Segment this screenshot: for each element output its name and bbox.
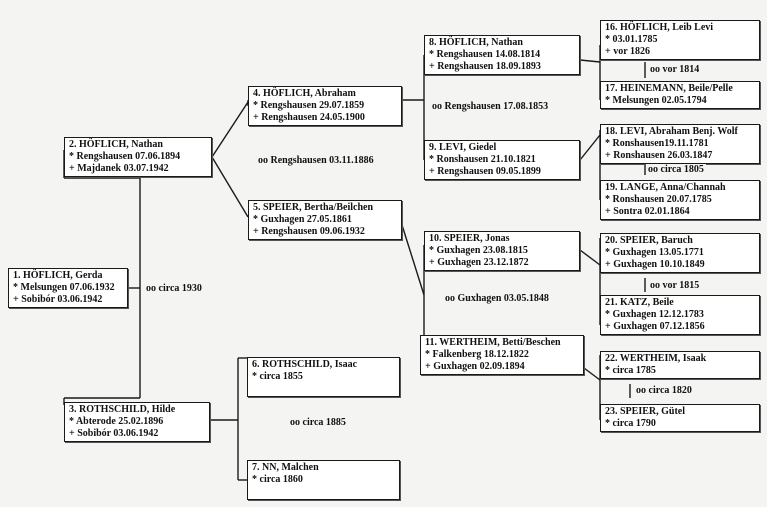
person-name: 1. HÖFLICH, Gerda (13, 270, 103, 281)
birth-line: * Rengshausen 14.08.1814 (429, 49, 541, 60)
person-3-box: 3. ROTHSCHILD, Hilde * Abterode 25.02.18… (64, 402, 210, 442)
marriage-4-5: oo Rengshausen 03.11.1886 (256, 155, 376, 166)
birth-line: * Guxhagen 27.05.1861 (253, 214, 352, 225)
person-4-box: 4. HÖFLICH, Abraham * Rengshausen 29.07.… (248, 86, 402, 126)
birth-line: * 03.01.1785 (605, 34, 658, 45)
marriage-20-21: oo vor 1815 (648, 280, 702, 291)
person-21-box: 21. KATZ, Beile * Guxhagen 12.12.1783 + … (600, 295, 760, 335)
person-5-box: 5. SPEIER, Bertha/Beilchen * Guxhagen 27… (248, 200, 402, 240)
death-line: + Majdanek 03.07.1942 (69, 163, 169, 174)
birth-line: * Guxhagen 13.05.1771 (605, 247, 704, 258)
death-line: + Sontra 02.01.1864 (605, 206, 690, 217)
person-17-box: 17. HEINEMANN, Beile/Pelle * Melsungen 0… (600, 81, 760, 109)
person-20-box: 20. SPEIER, Baruch * Guxhagen 13.05.1771… (600, 233, 760, 273)
birth-line: * Ronshausen 21.10.1821 (429, 154, 536, 165)
person-23-box: 23. SPEIER, Gütel * circa 1790 (600, 404, 760, 432)
birth-line: * circa 1790 (605, 418, 656, 429)
birth-line: * circa 1860 (252, 474, 303, 485)
person-16-box: 16. HÖFLICH, Leib Levi * 03.01.1785 + vo… (600, 20, 760, 60)
birth-line: * Abterode 25.02.1896 (69, 416, 164, 427)
death-line: + Guxhagen 23.12.1872 (429, 257, 529, 268)
birth-line: * Guxhagen 12.12.1783 (605, 309, 704, 320)
birth-line: * circa 1855 (252, 371, 303, 382)
person-name: 3. ROTHSCHILD, Hilde (69, 404, 176, 415)
person-name: 21. KATZ, Beile (605, 297, 674, 308)
person-name: 20. SPEIER, Baruch (605, 235, 693, 246)
person-name: 9. LEVI, Giedel (429, 142, 497, 153)
marriage-18-19: oo circa 1805 (646, 164, 706, 175)
death-line: + Guxhagen 02.09.1894 (425, 361, 525, 372)
birth-line: * Ronshausen 20.07.1785 (605, 194, 712, 205)
birth-line: * Melsungen 07.06.1932 (13, 282, 115, 293)
death-line: + vor 1826 (605, 46, 650, 57)
person-name: 5. SPEIER, Bertha/Beilchen (253, 202, 374, 213)
death-line: + Rengshausen 09.05.1899 (429, 166, 541, 177)
person-11-box: 11. WERTHEIM, Betti/Beschen * Falkenberg… (420, 335, 584, 375)
person-name: 18. LEVI, Abraham Benj. Wolf (605, 126, 738, 137)
person-name: 23. SPEIER, Gütel (605, 406, 686, 417)
person-name: 16. HÖFLICH, Leib Levi (605, 22, 714, 33)
person-18-box: 18. LEVI, Abraham Benj. Wolf * Ronshause… (600, 124, 760, 164)
person-name: 7. NN, Malchen (252, 462, 319, 473)
person-name: 11. WERTHEIM, Betti/Beschen (425, 337, 561, 348)
person-19-box: 19. LANGE, Anna/Channah * Ronshausen 20.… (600, 180, 760, 220)
birth-line: * Ronshausen19.11.1781 (605, 138, 709, 149)
person-name: 10. SPEIER, Jonas (429, 233, 510, 244)
marriage-22-23: oo circa 1820 (634, 385, 694, 396)
death-line: + Rengshausen 09.06.1932 (253, 226, 365, 237)
death-line: + Rengshausen 18.09.1893 (429, 61, 541, 72)
person-name: 2. HÖFLICH, Nathan (69, 139, 163, 150)
birth-line: * Melsungen 02.05.1794 (605, 95, 707, 106)
person-10-box: 10. SPEIER, Jonas * Guxhagen 23.08.1815 … (424, 231, 580, 271)
marriage-6-7: oo circa 1885 (288, 417, 348, 428)
death-line: + Guxhagen 07.12.1856 (605, 321, 705, 332)
marriage-2-3: oo circa 1930 (144, 283, 204, 294)
death-line: + Rengshausen 24.05.1900 (253, 112, 365, 123)
person-name: 8. HÖFLICH, Nathan (429, 37, 523, 48)
birth-line: * Rengshausen 07.06.1894 (69, 151, 181, 162)
birth-line: * Guxhagen 23.08.1815 (429, 245, 528, 256)
person-name: 22. WERTHEIM, Isaak (605, 353, 707, 364)
birth-line: * Rengshausen 29.07.1859 (253, 100, 365, 111)
person-6-box: 6. ROTHSCHILD, Isaac * circa 1855 (247, 357, 400, 397)
marriage-10-11: oo Guxhagen 03.05.1848 (443, 293, 551, 304)
person-1-box: 1. HÖFLICH, Gerda * Melsungen 07.06.1932… (8, 268, 128, 308)
death-line: + Guxhagen 10.10.1849 (605, 259, 705, 270)
person-7-box: 7. NN, Malchen * circa 1860 (247, 460, 400, 500)
person-9-box: 9. LEVI, Giedel * Ronshausen 21.10.1821 … (424, 140, 580, 180)
person-name: 4. HÖFLICH, Abraham (253, 88, 356, 99)
person-name: 17. HEINEMANN, Beile/Pelle (605, 83, 733, 94)
death-line: + Sobibór 03.06.1942 (13, 294, 103, 305)
birth-line: * Falkenberg 18.12.1822 (425, 349, 529, 360)
marriage-16-17: oo vor 1814 (648, 64, 702, 75)
death-line: + Sobibór 03.06.1942 (69, 428, 159, 439)
death-line: + Ronshausen 26.03.1847 (605, 150, 713, 161)
person-8-box: 8. HÖFLICH, Nathan * Rengshausen 14.08.1… (424, 35, 580, 75)
person-22-box: 22. WERTHEIM, Isaak * circa 1785 (600, 351, 760, 379)
person-name: 6. ROTHSCHILD, Isaac (252, 359, 358, 370)
person-name: 19. LANGE, Anna/Channah (605, 182, 726, 193)
marriage-8-9: oo Rengshausen 17.08.1853 (430, 101, 551, 112)
birth-line: * circa 1785 (605, 365, 656, 376)
person-2-box: 2. HÖFLICH, Nathan * Rengshausen 07.06.1… (64, 137, 212, 177)
